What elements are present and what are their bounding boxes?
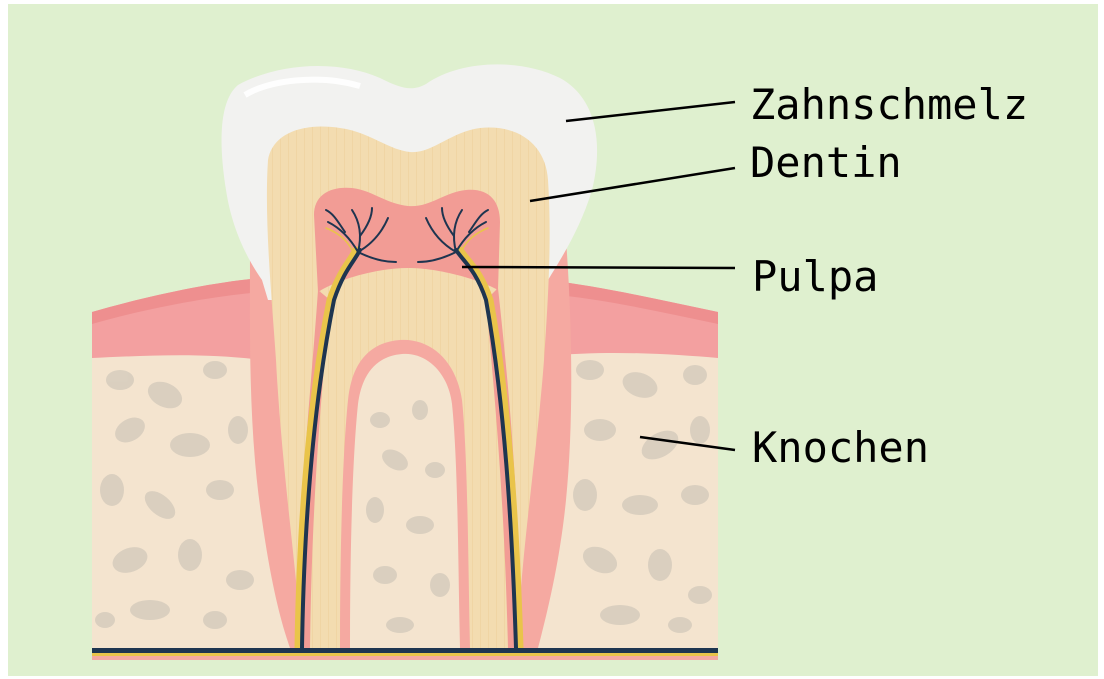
label-pulp: Pulpa	[752, 256, 878, 298]
label-enamel: Zahnschmelz	[750, 84, 1028, 126]
label-bone: Knochen	[752, 427, 929, 469]
base-vessel	[92, 648, 718, 660]
label-dentin: Dentin	[750, 142, 902, 184]
leader-pulp	[462, 267, 735, 268]
